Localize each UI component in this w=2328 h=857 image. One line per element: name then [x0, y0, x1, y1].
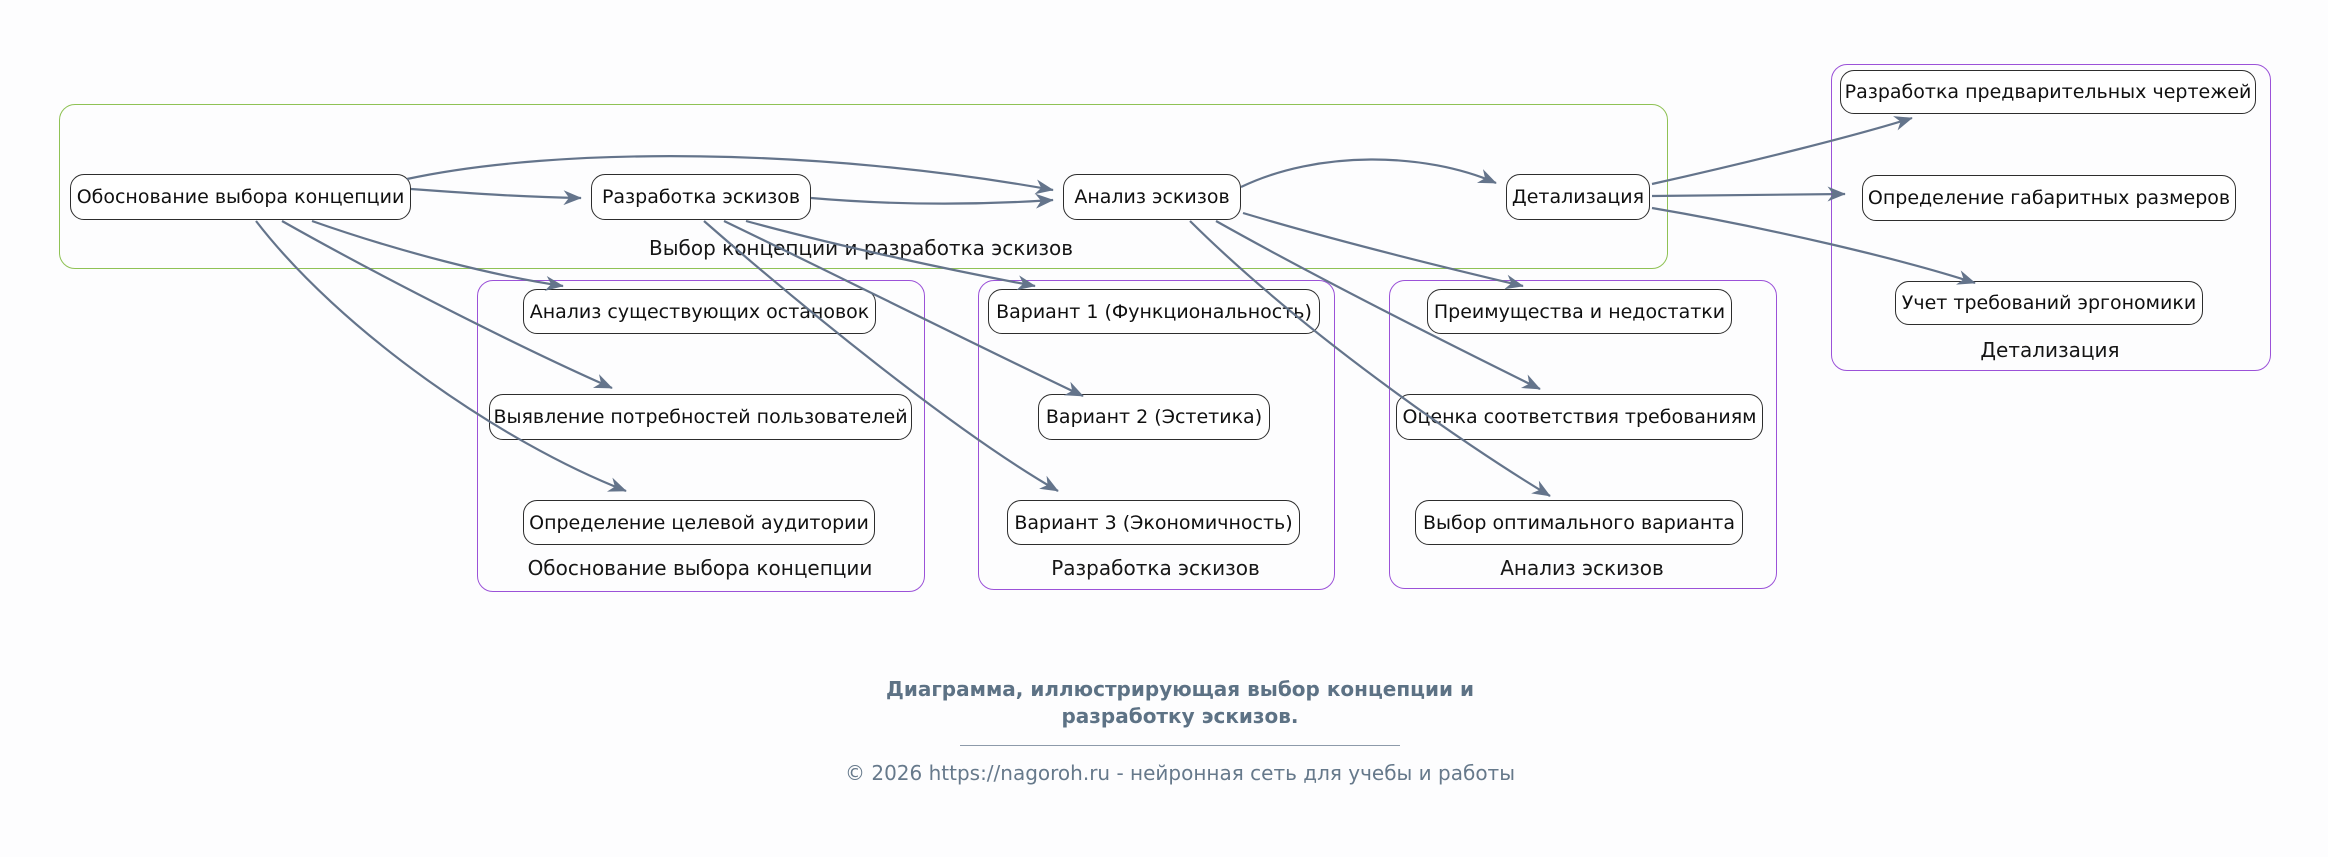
node-concept-justification: Обоснование выбора концепции	[70, 174, 411, 220]
node-dimensions: Определение габаритных размеров	[1862, 175, 2236, 221]
node-variant-3: Вариант 3 (Экономичность)	[1007, 500, 1300, 545]
node-sketch-development: Разработка эскизов	[591, 174, 811, 220]
node-pros-cons: Преимущества и недостатки	[1427, 289, 1732, 334]
group-detailing-label: Детализация	[1980, 338, 2120, 362]
node-variant-2: Вариант 2 (Эстетика)	[1038, 394, 1270, 440]
node-ergonomics: Учет требований эргономики	[1895, 281, 2203, 325]
node-optimal-choice: Выбор оптимального варианта	[1415, 500, 1743, 545]
node-sketch-analysis: Анализ эскизов	[1063, 174, 1241, 220]
node-target-audience: Определение целевой аудитории	[523, 500, 875, 545]
diagram-caption: Диаграмма, иллюстрирующая выбор концепци…	[886, 677, 1474, 728]
node-requirements-check: Оценка соответствия требованиям	[1396, 394, 1763, 440]
node-existing-stops-analysis: Анализ существующих остановок	[523, 289, 876, 334]
group-main-flow-label: Выбор концепции и разработка эскизов	[648, 236, 1073, 260]
node-user-needs: Выявление потребностей пользователей	[489, 394, 912, 440]
node-preliminary-drawings: Разработка предварительных чертежей	[1840, 70, 2256, 114]
node-detailing: Детализация	[1506, 174, 1650, 220]
group-analysis-label: Анализ эскизов	[1500, 556, 1664, 580]
node-variant-1: Вариант 1 (Функциональность)	[988, 289, 1320, 334]
caption-block: Диаграмма, иллюстрирующая выбор концепци…	[830, 676, 1530, 785]
group-sketches-label: Разработка эскизов	[1051, 556, 1260, 580]
group-justification-label: Обоснование выбора концепции	[527, 556, 873, 580]
caption-divider	[960, 745, 1400, 746]
footer-copyright: © 2026 https://nagoroh.ru - нейронная се…	[844, 761, 1515, 785]
edge-detailing-to-dimensions	[1651, 186, 1846, 202]
